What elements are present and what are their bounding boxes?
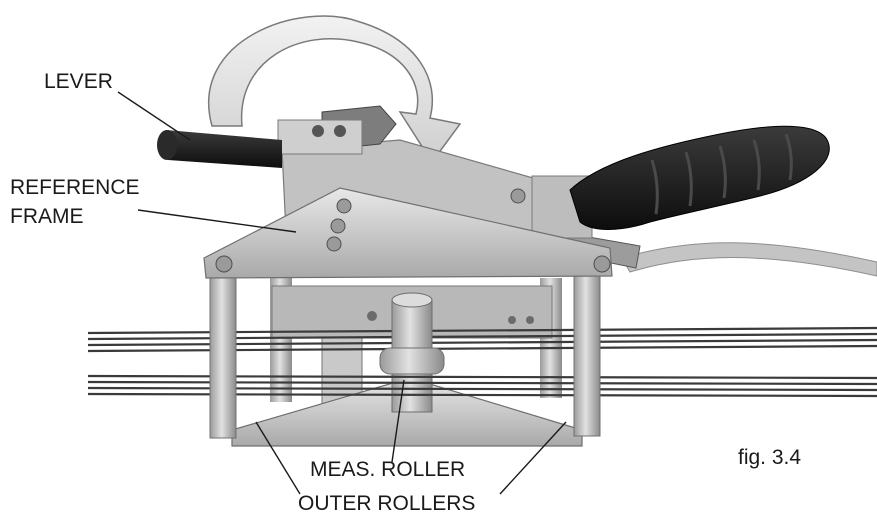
leader-line-lever bbox=[117, 91, 191, 141]
sensor-cable bbox=[621, 242, 877, 277]
leader-line-outer-left bbox=[255, 421, 301, 495]
lever-hub bbox=[277, 105, 397, 155]
reference-frame bbox=[203, 187, 613, 279]
label-lever: LEVER bbox=[44, 70, 113, 93]
figure-caption: fig. 3.4 bbox=[738, 446, 801, 469]
leader-line-meas-roller bbox=[391, 379, 405, 463]
block-screw bbox=[367, 311, 377, 321]
leader-line-reference-frame bbox=[137, 209, 297, 233]
handle-grip bbox=[569, 125, 830, 230]
label-meas-roller: MEAS. ROLLER bbox=[310, 458, 465, 481]
leader-lines bbox=[117, 91, 567, 495]
outer-roller-right bbox=[573, 269, 601, 437]
block-screw bbox=[508, 316, 516, 324]
label-reference-frame-line1: REFERENCE bbox=[10, 176, 140, 199]
label-reference-frame-line2: FRAME bbox=[10, 205, 84, 228]
block-screw bbox=[526, 316, 534, 324]
label-outer-rollers: OUTER ROLLERS bbox=[298, 492, 475, 515]
leader-line-outer-right bbox=[499, 421, 567, 495]
measuring-roller bbox=[379, 292, 445, 413]
handle-grooves bbox=[650, 133, 793, 215]
outer-roller-left bbox=[209, 269, 237, 439]
ropes-lower bbox=[87, 374, 877, 398]
curved-arrow-icon bbox=[208, 15, 462, 164]
frame-screws bbox=[215, 188, 611, 273]
ropes-upper bbox=[87, 326, 877, 353]
lever-grip bbox=[157, 130, 282, 168]
